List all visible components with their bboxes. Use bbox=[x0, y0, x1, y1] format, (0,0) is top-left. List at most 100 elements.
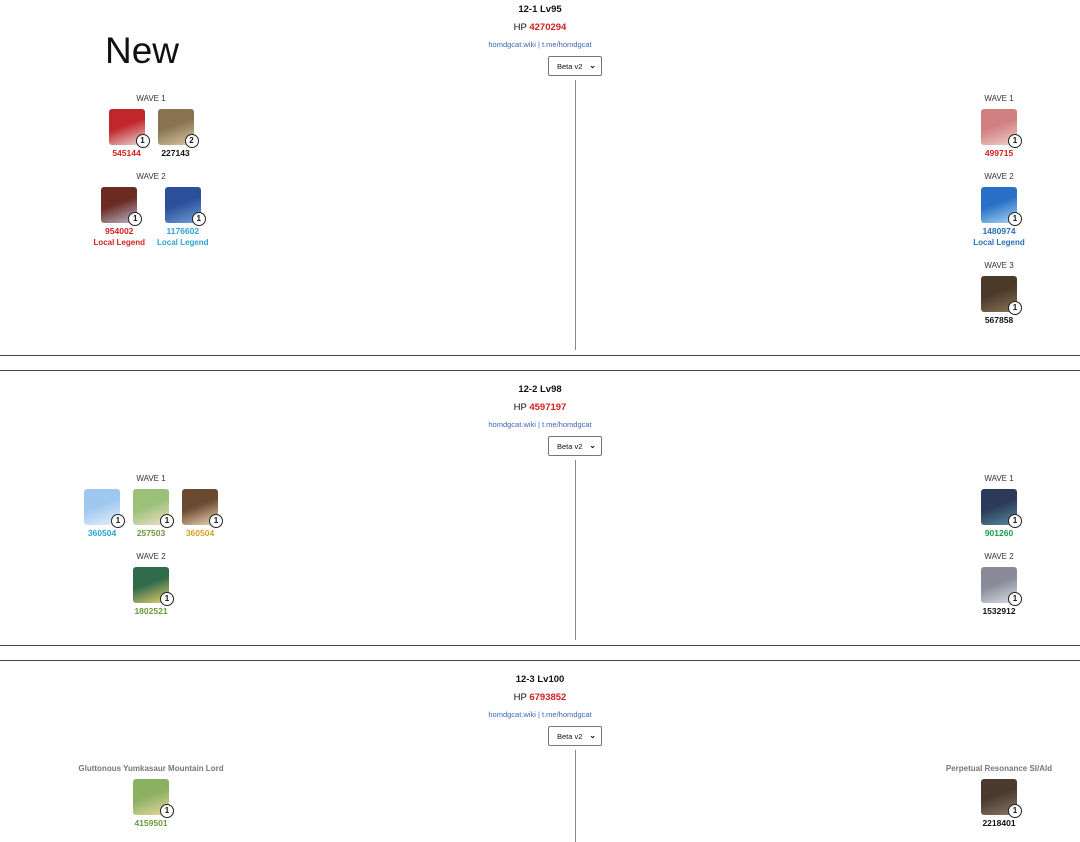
local-legend-tag: Local Legend bbox=[157, 238, 209, 247]
count-badge: 1 bbox=[160, 514, 174, 528]
hp-label: HP bbox=[513, 692, 530, 703]
enemy-portrait-icon[interactable]: 1 bbox=[101, 187, 143, 226]
telegram-link[interactable]: t.me/homdgcat bbox=[542, 710, 592, 719]
enemy-hp: 4159501 bbox=[134, 818, 168, 828]
wiki-link[interactable]: homdgcat.wiki bbox=[488, 710, 536, 719]
enemy-portrait-icon[interactable]: 1 bbox=[133, 779, 174, 818]
enemy-portrait-icon[interactable]: 1 bbox=[133, 567, 174, 606]
enemy-portrait-icon[interactable]: 1 bbox=[182, 489, 223, 528]
enemy-hp: 1480974 bbox=[982, 226, 1016, 236]
wave-label: WAVE 1 bbox=[136, 94, 166, 103]
links: homdgcat.wiki | t.me/homdgcat bbox=[0, 40, 1080, 49]
count-badge: 1 bbox=[191, 212, 206, 226]
enemy-hp: 1532912 bbox=[982, 606, 1016, 616]
wave-label: WAVE 2 bbox=[984, 552, 1014, 561]
link-separator: | bbox=[535, 420, 543, 429]
enemy-portrait-icon[interactable]: 1 bbox=[981, 567, 1022, 606]
telegram-link[interactable]: t.me/homdgcat bbox=[542, 40, 592, 49]
stage-title: 12-3 Lv100 bbox=[515, 674, 565, 685]
stage-title: 12-1 Lv95 bbox=[518, 4, 562, 15]
stage-section: 12-1 Lv95 HP 4270294 homdgcat.wiki | t.me/… bbox=[0, 0, 1080, 350]
enemy-portrait-icon[interactable]: 1 bbox=[84, 489, 125, 528]
enemy-hp: 901260 bbox=[984, 528, 1014, 538]
wave-label: WAVE 2 bbox=[136, 552, 166, 561]
enemy-portrait-icon[interactable]: 1 bbox=[981, 276, 1022, 315]
new-heading: New bbox=[105, 30, 180, 71]
wave-label: WAVE 2 bbox=[136, 172, 166, 181]
enemy-portrait-icon[interactable]: 1 bbox=[981, 779, 1022, 818]
count-badge: 1 bbox=[1008, 134, 1022, 148]
count-badge: 1 bbox=[1008, 514, 1022, 528]
stage-hp: HP 4270294 bbox=[0, 22, 1080, 33]
enemy-portrait-icon[interactable]: 1 bbox=[133, 489, 174, 528]
version-select-value: Beta v2 bbox=[557, 61, 583, 71]
link-separator: | bbox=[535, 710, 543, 719]
divider-vertical bbox=[575, 460, 576, 640]
wave-label: Perpetual Resonance SI/Ald bbox=[945, 764, 1053, 773]
telegram-link[interactable]: t.me/homdgcat bbox=[542, 420, 592, 429]
count-badge: 1 bbox=[1008, 212, 1022, 226]
section-divider bbox=[0, 355, 1080, 356]
count-badge: 2 bbox=[184, 134, 199, 148]
links: homdgcat.wiki | t.me/homdgcat bbox=[0, 710, 1080, 719]
enemy-hp: 360504 bbox=[87, 528, 117, 538]
count-badge: 1 bbox=[111, 514, 125, 528]
chevron-down-icon: ⌄ bbox=[589, 731, 596, 740]
version-select[interactable]: Beta v2 ⌄ bbox=[548, 56, 602, 76]
enemy-portrait-icon[interactable]: 1 bbox=[108, 109, 150, 148]
count-badge: 1 bbox=[135, 134, 150, 148]
chevron-down-icon: ⌄ bbox=[589, 441, 596, 450]
version-select-value: Beta v2 bbox=[557, 731, 583, 741]
stage-hp: HP 4597197 bbox=[0, 402, 1080, 413]
wiki-link[interactable]: homdgcat.wiki bbox=[488, 420, 536, 429]
wave-label: WAVE 3 bbox=[984, 261, 1014, 270]
stage-section: 12-2 Lv98 HP 4597197 homdgcat.wiki | t.me/… bbox=[0, 380, 1080, 640]
stage-title: 12-2 Lv98 bbox=[518, 384, 562, 395]
local-legend-tag: Local Legend bbox=[973, 238, 1025, 247]
enemy-portrait-icon[interactable]: 1 bbox=[981, 489, 1022, 528]
wave-label: WAVE 1 bbox=[136, 474, 166, 483]
version-select[interactable]: Beta v2 ⌄ bbox=[548, 436, 602, 456]
enemy-portrait-icon[interactable]: 1 bbox=[981, 187, 1022, 226]
version-select[interactable]: Beta v2 ⌄ bbox=[548, 726, 602, 746]
hp-label: HP bbox=[513, 402, 530, 413]
enemy-portrait-icon[interactable]: 2 bbox=[157, 109, 199, 148]
wave-label: WAVE 1 bbox=[984, 474, 1014, 483]
wiki-link[interactable]: homdgcat.wiki bbox=[488, 40, 536, 49]
chevron-down-icon: ⌄ bbox=[589, 61, 596, 70]
count-badge: 1 bbox=[128, 212, 143, 226]
enemy-hp: 545144 bbox=[112, 148, 141, 158]
links: homdgcat.wiki | t.me/homdgcat bbox=[0, 420, 1080, 429]
version-select-value: Beta v2 bbox=[557, 441, 583, 451]
enemy-hp: 1176602 bbox=[166, 226, 200, 236]
enemy-portrait-icon[interactable]: 1 bbox=[981, 109, 1022, 148]
enemy-hp: 227143 bbox=[161, 148, 190, 158]
enemy-portrait-icon[interactable]: 1 bbox=[164, 187, 206, 226]
